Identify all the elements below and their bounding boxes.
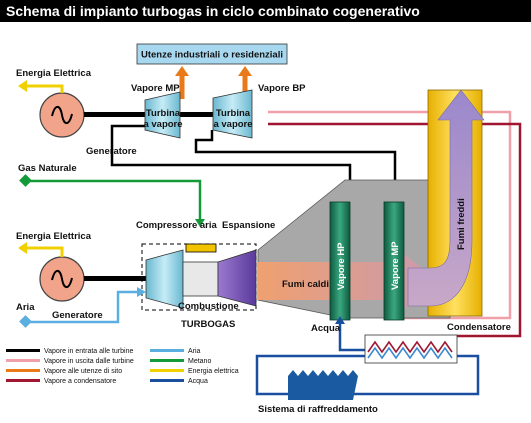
legend-swatch: [6, 349, 40, 352]
top-energia-label: Energia Elettrica: [16, 68, 92, 79]
cooling-loop-return: [352, 354, 480, 396]
legend-swatch: [6, 379, 40, 382]
bottom-energia-label: Energia Elettrica: [16, 231, 92, 242]
steam-to-condenser-line: [268, 122, 522, 338]
gas-inlet-diamond: [19, 174, 32, 187]
legend-swatch: [150, 359, 184, 362]
tube-mp-label: Vapore MP: [390, 241, 401, 290]
gas-arrow: [195, 219, 205, 227]
cooling-loop: [255, 354, 365, 396]
legend-swatch: [6, 369, 40, 372]
utenze-box: [136, 43, 288, 65]
espansione-label: Espansione: [222, 220, 275, 231]
raffreddamento-label: Sistema di raffreddamento: [258, 404, 378, 415]
turbine-bp: [212, 89, 253, 139]
top-electric-line: [26, 84, 64, 93]
sine-wave-icon: [51, 105, 73, 125]
turbine-mp-label: Turbina: [146, 108, 181, 119]
fumi-caldi-label: Fumi caldi: [282, 279, 329, 290]
acqua-label: Acqua: [311, 323, 341, 334]
legend-swatch: [150, 349, 184, 352]
aria-label: Aria: [16, 302, 35, 313]
legend-label: Vapore in entrata alle turbine: [44, 348, 133, 355]
sine-wave-icon: [51, 269, 73, 289]
legend-label: Metano: [188, 358, 211, 365]
compressor: [145, 249, 184, 309]
legend-label: Vapore alle utenze di sito: [44, 368, 122, 375]
condensatore-label: Condensatore: [447, 322, 511, 333]
bottom-electric-arrow: [18, 242, 27, 254]
condenser-coil-red: [367, 340, 453, 354]
legend-swatch: [150, 379, 184, 382]
utenze-label: Utenze industriali o residenziali: [141, 50, 283, 61]
bottom-generatore-label: Generatore: [52, 310, 103, 321]
turbine-bp-label: Turbina: [216, 108, 251, 119]
legend-label: Acqua: [188, 378, 208, 385]
legend-swatch: [6, 359, 40, 362]
steam-inlet-lines: [110, 124, 397, 200]
combustion-core: [182, 261, 219, 297]
turbine-mp-label-2: a vapore: [143, 119, 182, 130]
top-electric-arrow: [18, 80, 27, 92]
air-arrow: [137, 287, 146, 297]
fumi-freddi-arrow: [407, 89, 485, 307]
water-arrow: [335, 316, 345, 324]
legend-label: Vapore in uscita dalle turbine: [44, 358, 134, 365]
vapore-mp-top-label: Vapore MP: [131, 83, 180, 94]
gas-line: [26, 179, 202, 222]
tube-vapore-mp: [383, 201, 405, 321]
expansion-turbine: [217, 249, 257, 307]
combustion-chamber: [185, 243, 217, 253]
condenser-coil-blue: [367, 346, 453, 360]
water-line: [338, 320, 365, 352]
fumi-freddi-label: Fumi freddi: [456, 198, 467, 250]
air-inlet-diamond: [19, 315, 32, 328]
diagram-title: Schema di impianto turbogas in ciclo com…: [6, 3, 420, 19]
bottom-electric-line: [26, 246, 64, 257]
turbogas-label: TURBOGAS: [181, 319, 235, 330]
turbine-mp: [144, 91, 181, 139]
condenser: [364, 334, 458, 364]
bottom-shaft: [84, 276, 150, 281]
title-bar: [0, 0, 531, 22]
gas-label: Gas Naturale: [18, 163, 77, 174]
legend-label: Energia elettrica: [188, 368, 239, 375]
compressore-label: Compressore aria: [136, 220, 218, 231]
steam-to-utenze-arrows: [175, 66, 252, 99]
combustione-label: Combustione: [178, 301, 239, 312]
tube-hp-label: Vapore HP: [336, 242, 347, 290]
cooling-basin: [288, 370, 358, 400]
legend-swatch: [150, 369, 184, 372]
air-line: [26, 290, 140, 324]
turbine-bp-label-2: a vapore: [213, 119, 252, 130]
legend-label: Aria: [188, 348, 201, 355]
legend-label: Vapore a condensatore: [44, 378, 116, 385]
vapore-bp-top-label: Vapore BP: [258, 83, 306, 94]
